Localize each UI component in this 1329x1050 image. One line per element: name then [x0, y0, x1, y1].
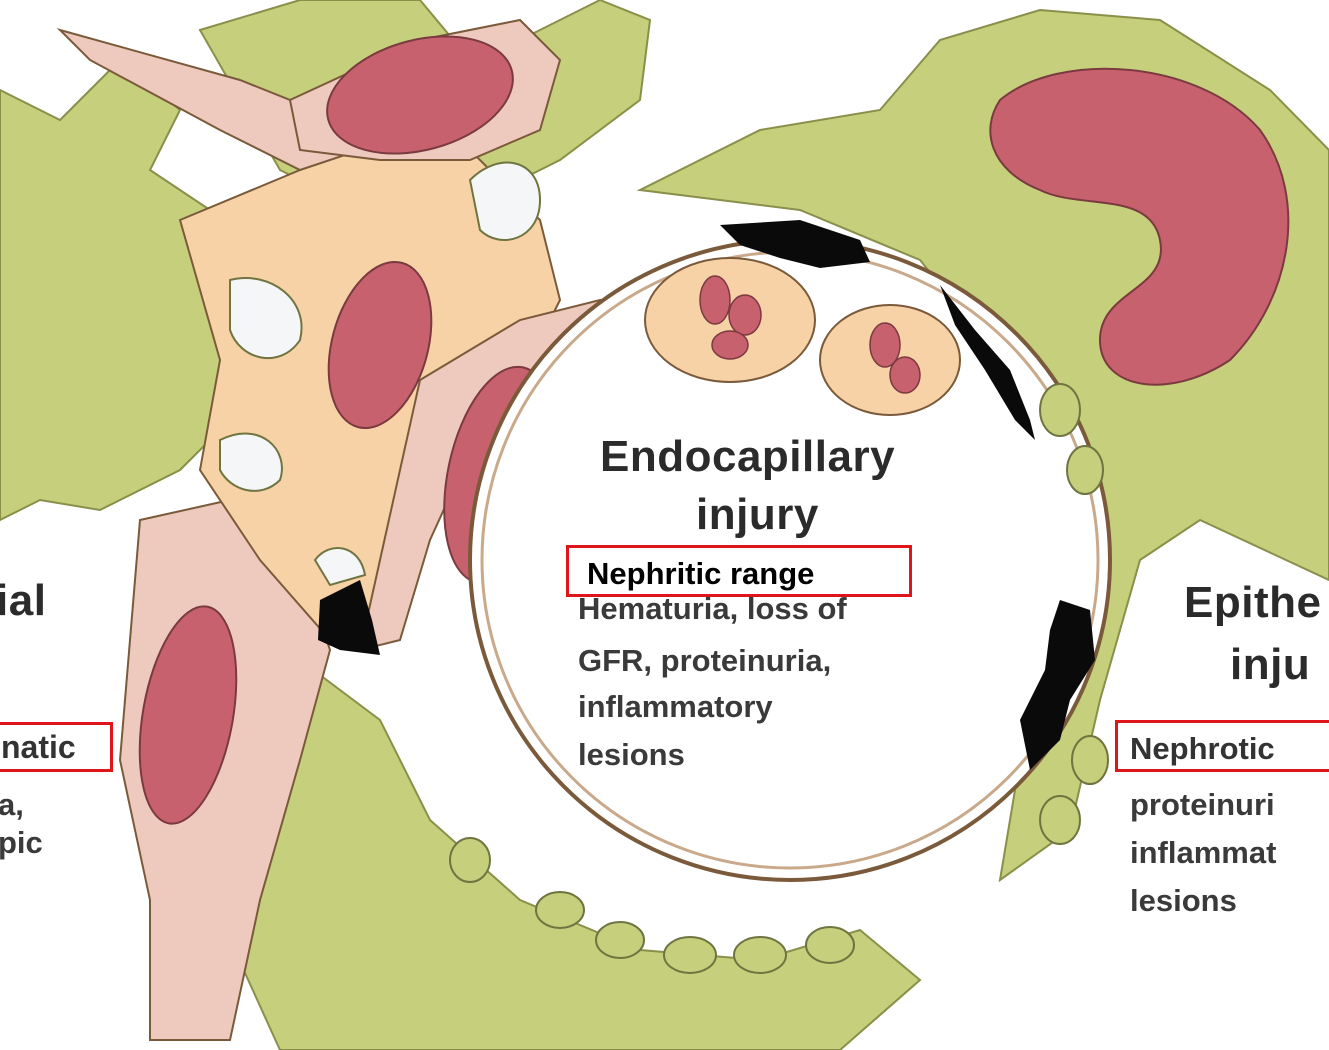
center-heading-line-2: injury: [696, 486, 819, 544]
center-highlight-box: Nephritic range: [566, 545, 912, 597]
center-heading-line-1: Endocapillary: [600, 428, 895, 486]
right-body-line-3: lesions: [1130, 882, 1237, 920]
right-body-line-2: inflammat: [1130, 834, 1276, 872]
center-body-line-4: lesions: [578, 736, 685, 774]
right-heading-line-1: Epithe: [1184, 574, 1321, 632]
center-body-line-2: GFR, proteinuria,: [578, 642, 831, 680]
left-body-line-2: pic: [0, 824, 43, 862]
right-heading-line-2: inju: [1230, 636, 1310, 694]
center-body-line-3: inflammatory: [578, 688, 773, 726]
right-body-line-1: proteinuri: [1130, 786, 1275, 824]
left-box-label: natic: [1, 729, 76, 766]
left-panel-heading: ial: [0, 572, 46, 630]
right-highlight-box: Nephrotic: [1115, 720, 1329, 772]
left-highlight-box: natic: [0, 722, 113, 772]
right-box-label: Nephrotic: [1130, 731, 1275, 767]
center-box-label: Nephritic range: [587, 556, 814, 592]
left-body-line-1: a,: [0, 786, 24, 824]
